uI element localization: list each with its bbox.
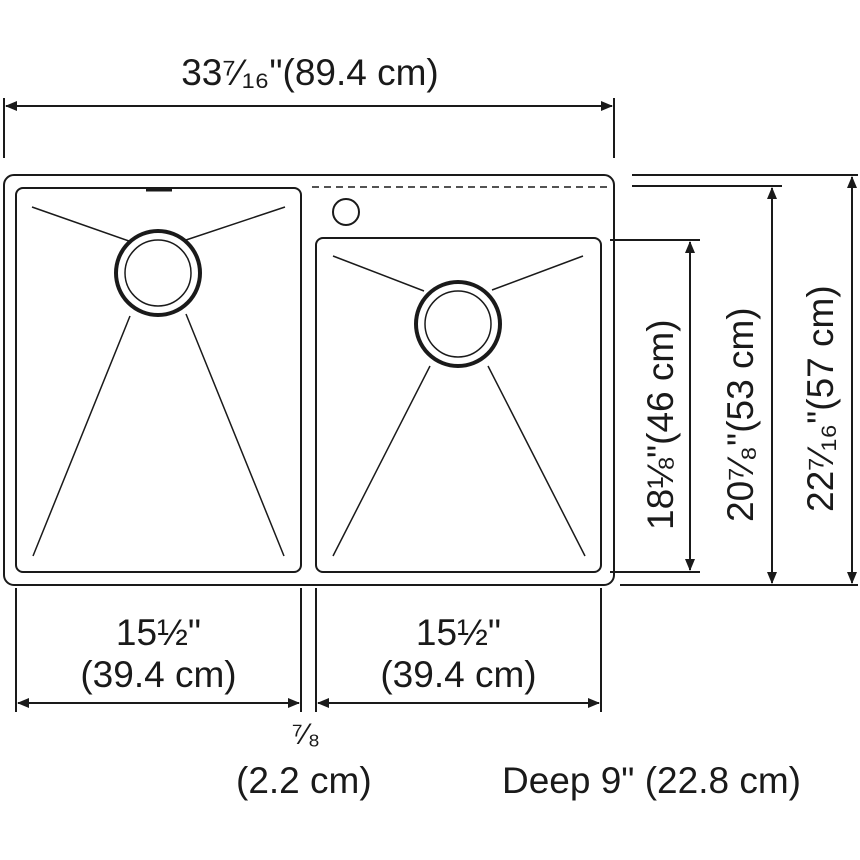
divider-width-imperial: ⁷⁄₈ [291, 718, 321, 751]
overall-length-label: 22⁷⁄₁₆"(57 cm) [800, 285, 841, 512]
left-bowl-width-imperial: 15½" [115, 612, 202, 653]
right-drain [414, 280, 502, 368]
left-bowl-width-metric: (39.4 cm) [80, 654, 237, 695]
divider-width-metric: (2.2 cm) [236, 760, 372, 801]
overall-width-label: 33⁷⁄₁₆"(89.4 cm) [181, 52, 439, 93]
sink-outline [3, 174, 615, 586]
right-bowl-length-label: 18⅛"(46 cm) [640, 319, 681, 530]
bowl-length-label: 20⁷⁄₈"(53 cm) [720, 307, 761, 522]
left-bowl-slope-lines [31, 206, 286, 557]
left-drain-inner [124, 239, 192, 307]
depth-label: Deep 9" (22.8 cm) [502, 760, 801, 801]
right-bowl-width-imperial: 15½" [415, 612, 502, 653]
right-drain-inner [424, 290, 492, 358]
right-bowl-width-metric: (39.4 cm) [380, 654, 537, 695]
left-drain [114, 229, 202, 317]
right-bowl [315, 237, 602, 573]
right-bowl-slope-lines [332, 255, 586, 557]
left-bowl [15, 187, 302, 573]
faucet-hole [332, 198, 360, 226]
